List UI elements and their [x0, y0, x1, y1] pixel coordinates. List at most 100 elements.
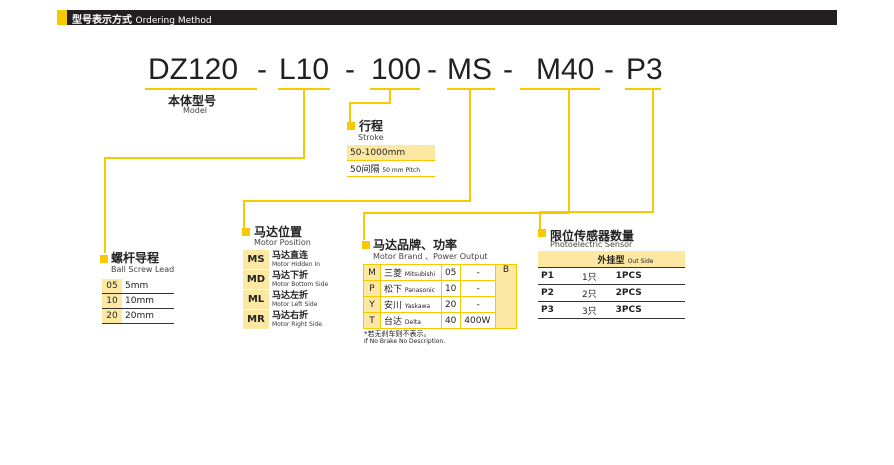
brand-name: 三菱 Mitsubishi: [380, 264, 442, 281]
body-label-cn: 本体型号: [168, 94, 217, 108]
motorpos-desc-cn: 马达直连: [272, 250, 309, 261]
header-accent: [57, 10, 67, 25]
brand-code: T: [363, 312, 381, 329]
underline-motor-position: [447, 88, 495, 90]
motorpos-desc-cn: 马达右折: [272, 310, 309, 321]
ballscrew-value: 5mm: [122, 279, 174, 294]
sensor-head-spacer: [538, 251, 566, 268]
connector-stroke-v: [389, 88, 391, 104]
ballscrew-code: 20: [102, 308, 122, 324]
brand-name-en: Panasonic: [404, 287, 435, 294]
brand-name-en: Delta: [404, 319, 421, 326]
underline-motor-brand: [520, 88, 600, 90]
ballscrew-row: 20 20mm: [102, 308, 174, 324]
brand-name: 安川 Yaskawa: [380, 296, 442, 313]
brake-code: B: [495, 264, 517, 329]
ballscrew-value: 10mm: [122, 293, 174, 309]
code-sep-1: -: [257, 53, 267, 86]
connector-brand-v: [568, 88, 570, 214]
code-sep-2: -: [345, 53, 355, 86]
ballscrew-table: 05 5mm 10 10mm 20 20mm: [102, 279, 174, 324]
brand-marker: [362, 241, 370, 249]
sensor-en: 3PCS: [612, 301, 685, 319]
sensor-en: 1PCS: [612, 267, 685, 285]
brand-row: P 松下 Panasonic 10 -: [363, 280, 517, 297]
brand-code: Y: [363, 296, 381, 313]
brand-name-cn: 安川: [384, 301, 403, 311]
code-motor-position: MS: [447, 53, 492, 86]
connector-stroke-v2: [349, 102, 351, 124]
connector-lead-v: [303, 88, 305, 158]
header-title: 型号表示方式 Ordering Method: [72, 11, 212, 26]
code-lead: L10: [279, 53, 330, 86]
underline-stroke: [370, 88, 420, 90]
ballscrew-row: 05 5mm: [102, 279, 174, 294]
brand-extra: 400W: [460, 312, 496, 329]
section-header: 型号表示方式 Ordering Method: [57, 10, 837, 26]
underline-body: [145, 88, 257, 90]
code-sensor: P3: [626, 53, 663, 86]
connector-motorpos-v: [469, 88, 471, 202]
ballscrew-code: 10: [102, 293, 122, 309]
sensor-label-cn: 限位传感器数量: [550, 229, 635, 243]
brake-note: *若无刹车则不表示。 If No Brake No Description.: [364, 330, 445, 346]
brand-table: M 三菱 Mitsubishi 05 - B P 松下 Panasonic 10…: [363, 264, 517, 329]
connector-brand-h: [363, 212, 570, 214]
brand-extra: -: [460, 264, 496, 281]
sensor-head-row: 外挂型 Out Side: [538, 251, 685, 268]
connector-motorpos-h: [243, 200, 471, 202]
stroke-pitch-en: 50 mm Pitch: [382, 167, 421, 174]
brand-name-en: Mitsubishi: [404, 271, 436, 278]
sensor-head-en: Out Side: [627, 257, 654, 265]
brand-name: 台达 Delta: [380, 312, 442, 329]
code-motor-brand: M40: [536, 53, 595, 86]
brand-name-cn: 松下: [384, 285, 403, 295]
motorpos-code: MS: [243, 250, 269, 270]
code-stroke: 100: [371, 53, 422, 86]
brand-extra: -: [460, 296, 496, 313]
stroke-range: 50-1000mm: [347, 145, 435, 161]
sensor-row: P2 2只 2PCS: [538, 284, 685, 302]
code-body: DZ120: [148, 53, 239, 86]
motorpos-desc-en: Motor Right Side: [272, 320, 322, 328]
motorpos-desc-cn: 马达下折: [272, 270, 309, 281]
motorpos-desc-cn: 马达左折: [272, 290, 309, 301]
ballscrew-value: 20mm: [122, 308, 174, 324]
sensor-head-cn: 外挂型: [597, 255, 625, 266]
brand-power: 40: [440, 312, 462, 329]
brand-name-cn: 三菱: [384, 269, 403, 279]
sensor-row: P3 3只 3PCS: [538, 301, 685, 319]
stroke-marker: [347, 122, 355, 130]
connector-brand-v2: [363, 212, 365, 240]
connector-sensor-h: [539, 211, 654, 213]
stroke-table: 50-1000mm 50间隔 50 mm Pitch: [347, 145, 435, 177]
connector-lead-v2: [104, 157, 106, 253]
stroke-label-cn: 行程: [359, 119, 384, 133]
sensor-label-en: Photoelectric Sensor: [550, 240, 633, 249]
stroke-label-en: Stroke: [358, 133, 384, 142]
motorpos-label-cn: 马达位置: [254, 225, 303, 239]
connector-stroke-h: [349, 102, 391, 104]
brand-power: 20: [440, 296, 462, 313]
sensor-code: P3: [538, 301, 566, 319]
sensor-code: P2: [538, 284, 566, 302]
sensor-cn: 1只: [566, 267, 613, 285]
header-title-cn: 型号表示方式: [72, 15, 132, 26]
brand-label-en: Motor Brand 、Power Output: [373, 252, 488, 261]
brand-power: 10: [440, 280, 462, 297]
brand-name: 松下 Panasonic: [380, 280, 442, 297]
stroke-row: 50-1000mm: [347, 145, 435, 161]
brand-label-cn: 马达品牌、功率: [373, 238, 458, 252]
motorpos-desc-en: Motor Bottom Side: [272, 280, 329, 288]
sensor-en: 2PCS: [612, 284, 685, 302]
motorpos-desc-en: Motor Left Side: [272, 300, 318, 308]
brand-row: T 台达 Delta 40 400W: [363, 312, 517, 329]
